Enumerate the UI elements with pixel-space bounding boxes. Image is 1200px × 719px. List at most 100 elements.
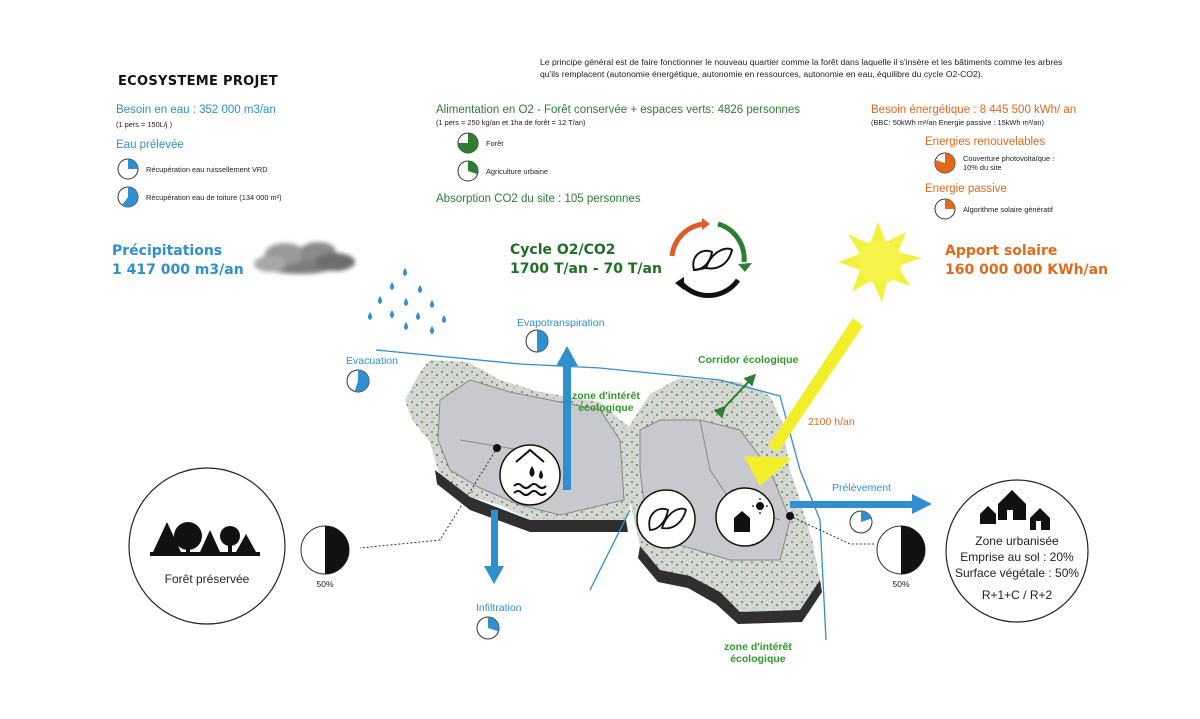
zone-bottom-line2: écologique <box>730 653 786 665</box>
infiltration-arrow <box>484 510 504 584</box>
pie-slice <box>861 511 872 522</box>
zone-label-top: zone d'intérêt écologique <box>572 390 640 414</box>
infiltration-pie-icon <box>476 616 500 640</box>
solar-line2: 160 000 000 KWh/an <box>945 262 1109 278</box>
passive-title: Energie passive <box>925 183 1007 195</box>
zone-label-bottom: zone d'intérêt écologique <box>724 641 792 665</box>
passive-pie-icon <box>934 198 956 220</box>
evapo-pie-icon <box>525 329 549 353</box>
cycle-line1: Cycle O2/CO2 <box>510 242 616 258</box>
oxygen-item-label: Agriculture urbaine <box>486 166 549 176</box>
pie-slice <box>468 161 478 175</box>
forest-circle <box>128 467 286 625</box>
pie-slice <box>458 133 478 153</box>
infiltration-label: Infiltration <box>476 602 522 614</box>
urban-title: Zone urbanisée <box>975 534 1059 548</box>
renew-title: Energies renouvelables <box>925 136 1046 148</box>
passive-label: Algorithme solaire génératif <box>963 204 1053 214</box>
terrain-site-model <box>405 360 822 624</box>
renew-item: Couverture photovoltaïque :10% du site <box>933 151 1101 175</box>
water-pie-icon <box>117 158 139 180</box>
water-item-1: Récupération eau de toiture (134 000 m²) <box>116 185 416 209</box>
renew-label-line2: 10% du site <box>963 163 1002 172</box>
cycle-line2: 1700 T/an - 70 T/an <box>510 261 662 277</box>
pie-slice <box>354 370 369 392</box>
leaf-icon <box>636 489 696 549</box>
urban-line1: Emprise au sol : 20% <box>960 550 1074 564</box>
solar-panel-pie-icon <box>934 152 956 174</box>
water-need: Besoin en eau : 352 000 m3/an <box>116 104 276 116</box>
sun-icon <box>838 222 922 302</box>
urban-circle <box>945 479 1089 623</box>
evapo-label: Evapotranspiration <box>517 317 605 329</box>
passive-item: Algorithme solaire génératif <box>933 197 1101 221</box>
forest-pie-icon <box>457 132 479 154</box>
water-item-0: Récupération eau ruissellement VRD <box>116 157 416 181</box>
co2-absorption: Absorption CO2 du site : 105 personnes <box>436 193 641 205</box>
pie-slice <box>488 617 499 632</box>
zone-bottom-line1: zone d'intérêt <box>724 641 792 653</box>
evacuation-label: Evacuation <box>346 355 398 367</box>
zone-top-line1: zone d'intérêt <box>572 390 640 402</box>
energy-note: (BBC: 50kWh m²/an Energie passive : 15kW… <box>871 118 1044 127</box>
energy-need: Besoin énergétique : 8 445 500 kWh/ an <box>871 104 1077 116</box>
hours-label: 2100 h/an <box>808 416 855 428</box>
trees-icon <box>150 522 260 556</box>
oxygen-section: Alimentation en O2 - Forêt conservée + e… <box>436 104 856 205</box>
pie-slice <box>325 526 349 574</box>
pie-slice <box>901 526 925 574</box>
pie-slice <box>935 153 955 173</box>
intro-text: Le principe général est de faire fonctio… <box>540 57 1100 80</box>
forest-pct: 50% <box>316 579 334 589</box>
solar-line1: Apport solaire <box>945 243 1058 259</box>
oxygen-item-1: Agriculture urbaine <box>456 159 856 183</box>
pie-slice <box>122 187 138 207</box>
house-sun-icon <box>715 487 775 547</box>
zone-top-line2: écologique <box>578 402 634 414</box>
renew-label: Couverture photovoltaïque :10% du site <box>963 154 1054 172</box>
pie-slice <box>128 159 138 169</box>
page-title: ECOSYSTEME PROJET <box>118 74 278 89</box>
oxygen-item-label: Forêt <box>486 138 504 148</box>
houses-icon <box>980 490 1050 530</box>
forest-label: Forêt préservée <box>164 572 250 586</box>
cloud-icon <box>254 242 355 274</box>
urban-line3: R+1+C / R+2 <box>981 588 1053 602</box>
water-cycle-icon <box>499 444 561 506</box>
oxygen-item-0: Forêt <box>456 131 856 155</box>
water-item-label: Récupération eau ruissellement VRD <box>146 164 268 174</box>
solar-ray-arrow <box>744 318 863 486</box>
urban-text: Zone urbanisée Emprise au sol : 20% Surf… <box>946 533 1088 603</box>
cycle-o2-co2-icon <box>669 218 752 299</box>
pie-slice <box>945 199 955 209</box>
evacuation-pie-icon <box>346 369 370 393</box>
prelevement-label: Prélèvement <box>832 482 891 494</box>
water-subtitle: Eau prélevée <box>116 139 184 151</box>
cycle-label: Cycle O2/CO2 1700 T/an - 70 T/an <box>510 241 662 279</box>
water-note: (1 pers = 150L/j ) <box>116 120 173 129</box>
urban-line2: Surface végétale : 50% <box>954 566 1080 580</box>
prelevement-pie-icon <box>849 510 873 534</box>
prelevement-arrow <box>790 494 932 514</box>
precip-line2: 1 417 000 m3/an <box>112 262 244 278</box>
energy-section: Besoin énergétique : 8 445 500 kWh/ an (… <box>871 104 1101 221</box>
water-item-label: Récupération eau de toiture (134 000 m²) <box>146 192 282 202</box>
urban-pct: 50% <box>892 579 910 589</box>
intro-line-1: Le principe général est de faire fonctio… <box>540 57 1063 67</box>
oxygen-title: Alimentation en O2 - Forêt conservée + e… <box>436 104 801 116</box>
pie-slice <box>537 330 548 352</box>
precipitation-label: Précipitations 1 417 000 m3/an <box>112 242 244 280</box>
water-section: Besoin en eau : 352 000 m3/an (1 pers = … <box>116 104 416 209</box>
oxygen-note: (1 pers = 250 kg/an et 1ha de forêt = 12… <box>436 118 586 127</box>
evapotranspiration-arrow <box>556 346 578 490</box>
corridor-arrow <box>713 373 757 419</box>
water-pie-icon <box>117 186 139 208</box>
urban-half-pie <box>876 525 926 575</box>
intro-line-2: qu'ils remplacent (autonomie énergétique… <box>540 68 984 79</box>
solar-label: Apport solaire 160 000 000 KWh/an <box>945 242 1108 280</box>
forest-link-dot <box>493 444 501 452</box>
corridor-label: Corridor écologique <box>698 354 799 366</box>
agriculture-pie-icon <box>457 160 479 182</box>
renew-label-line1: Couverture photovoltaïque : <box>963 154 1055 163</box>
